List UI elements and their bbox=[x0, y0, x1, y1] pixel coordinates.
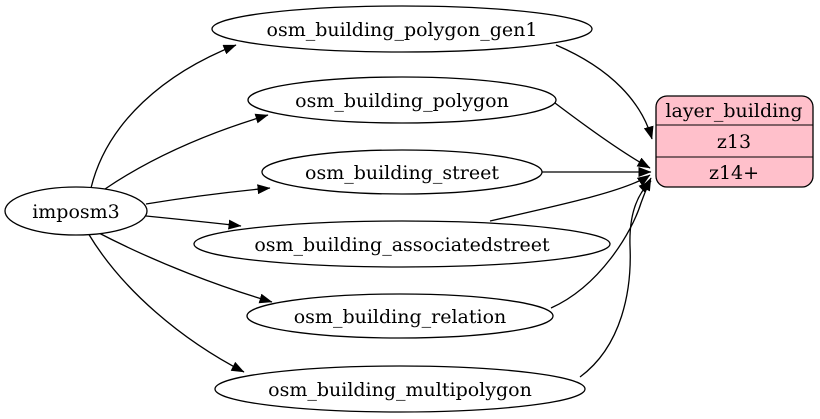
edges-tables-to-layer bbox=[489, 44, 654, 378]
osm-building-relation-label: osm_building_relation bbox=[294, 306, 507, 328]
edge-osm-building-polygon-to-z14 bbox=[554, 102, 651, 169]
node-osm-building-polygon-gen1: osm_building_polygon_gen1 bbox=[211, 5, 593, 53]
edge-osm-building-associatedstreet-to-z14 bbox=[489, 174, 651, 222]
layer-building-box bbox=[655, 95, 814, 188]
edge-imposm3-to-osm-building-polygon bbox=[104, 113, 269, 190]
node-osm-building-relation: osm_building_relation bbox=[246, 293, 554, 339]
node-layer-building: layer_building z13 z14+ bbox=[655, 95, 814, 188]
osm-building-polygon-gen1-label: osm_building_polygon_gen1 bbox=[267, 19, 538, 41]
node-osm-building-polygon: osm_building_polygon bbox=[247, 76, 557, 124]
layer-building-row-z13: z13 bbox=[717, 131, 751, 153]
edge-imposm3-to-osm-building-multipolygon bbox=[87, 232, 245, 373]
layer-building-row-z14plus: z14+ bbox=[709, 162, 759, 184]
osm-building-polygon-label: osm_building_polygon bbox=[295, 90, 509, 112]
osm-building-multipolygon-label: osm_building_multipolygon bbox=[268, 379, 532, 401]
node-osm-building-associatedstreet: osm_building_associatedstreet bbox=[193, 220, 611, 268]
osm-building-polygon-ellipse bbox=[247, 76, 557, 124]
node-imposm3: imposm3 bbox=[4, 186, 148, 236]
edge-osm-building-polygon-gen1-to-z13 bbox=[555, 44, 654, 140]
osm-building-street-label: osm_building_street bbox=[305, 162, 499, 184]
edge-imposm3-to-osm-building-associatedstreet bbox=[145, 215, 242, 230]
edge-imposm3-to-osm-building-street bbox=[145, 184, 271, 205]
osm-building-associatedstreet-label: osm_building_associatedstreet bbox=[254, 234, 550, 256]
layer-building-title: layer_building bbox=[665, 100, 802, 122]
imposm3-label: imposm3 bbox=[32, 201, 120, 223]
imposm3-ellipse bbox=[4, 186, 148, 236]
node-osm-building-multipolygon: osm_building_multipolygon bbox=[214, 365, 586, 413]
osm-building-associatedstreet-ellipse bbox=[193, 220, 611, 268]
osm-building-street-ellipse bbox=[261, 149, 543, 195]
osm-building-relation-ellipse bbox=[246, 293, 554, 339]
edges-source-to-tables bbox=[87, 44, 273, 373]
edge-osm-building-multipolygon-to-z14 bbox=[579, 180, 652, 378]
osm-building-multipolygon-ellipse bbox=[214, 365, 586, 413]
node-osm-building-street: osm_building_street bbox=[261, 149, 543, 195]
edge-imposm3-to-osm-building-relation bbox=[94, 230, 273, 304]
edge-imposm3-to-osm-building-polygon-gen1 bbox=[90, 44, 237, 189]
osm-building-polygon-gen1-ellipse bbox=[211, 5, 593, 53]
